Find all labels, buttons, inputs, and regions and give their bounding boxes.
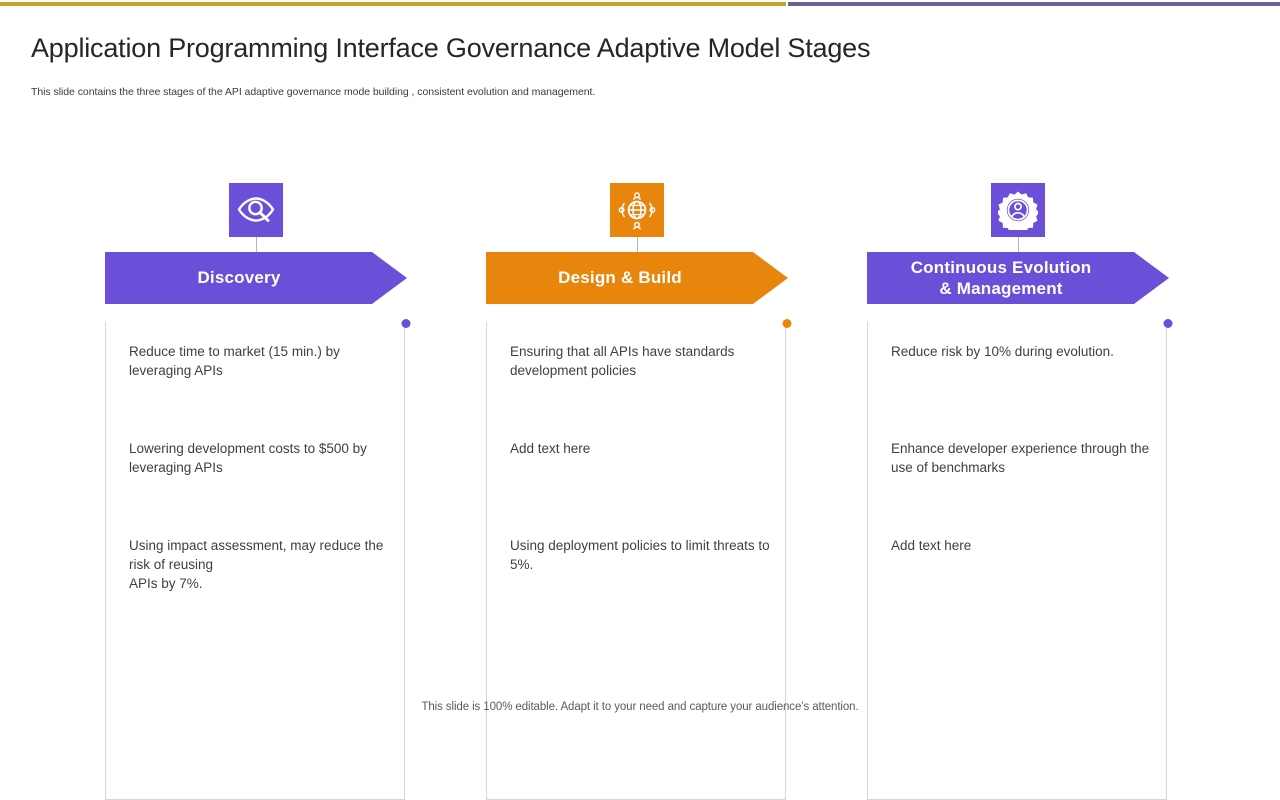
panel-item: Reduce risk by 10% during evolution. [891,344,1114,359]
stage-panel-design-build: Ensuring that all APIs have standards de… [486,322,786,800]
panel-item: Using impact assessment, may reduce the … [129,538,384,591]
stage-connector-line [1018,237,1019,254]
stage-banner-design-build: Design & Build [486,252,788,304]
stage-icon-tile-discovery [229,183,283,237]
page-subtitle: This slide contains the three stages of … [31,86,596,98]
panel-item: Add text here [510,441,591,456]
panel-item: Ensuring that all APIs have standards de… [510,344,735,378]
stage-title-continuous-evolution: Continuous Evolution & Management [910,257,1092,298]
stage-marker-dot [782,319,792,328]
top-accent-bars [0,0,1280,7]
stage-marker-dot [401,319,411,328]
panel-item: Enhance developer experience through the… [891,441,1150,475]
panel-item: Add text here [891,538,972,553]
stage-banner-discovery: Discovery [105,252,407,304]
purple-accent-bar [788,2,1280,6]
stage-banner-shape [486,252,788,304]
stage-panel-discovery: Reduce time to market (15 min.) by lever… [105,322,405,800]
stage-connector-line [256,237,257,254]
stage-banner-continuous-evolution: Continuous Evolution & Management [867,252,1169,304]
stage-banner-shape [867,252,1169,304]
stage-icon-tile-continuous-evolution [991,183,1045,237]
stage-banner-shape [105,252,407,304]
panel-item: Using deployment policies to limit threa… [510,538,770,572]
globe-network-icon [617,190,657,230]
page-title: Application Programming Interface Govern… [31,33,871,63]
stage-panel-continuous-evolution: Reduce risk by 10% during evolution. Enh… [867,322,1167,800]
panel-item: Reduce time to market (15 min.) by lever… [129,344,340,378]
stage-title-design-build: Design & Build [558,268,682,288]
panel-item: Lowering development costs to $500 by le… [129,441,367,475]
footer-note: This slide is 100% editable. Adapt it to… [421,701,859,713]
gold-accent-bar [0,2,786,6]
stage-title-discovery: Discovery [197,268,281,288]
gear-user-icon [998,190,1038,230]
stage-connector-line [637,237,638,254]
stage-marker-dot [1163,319,1173,328]
stage-icon-tile-design-build [610,183,664,237]
eye-search-icon [237,195,275,225]
